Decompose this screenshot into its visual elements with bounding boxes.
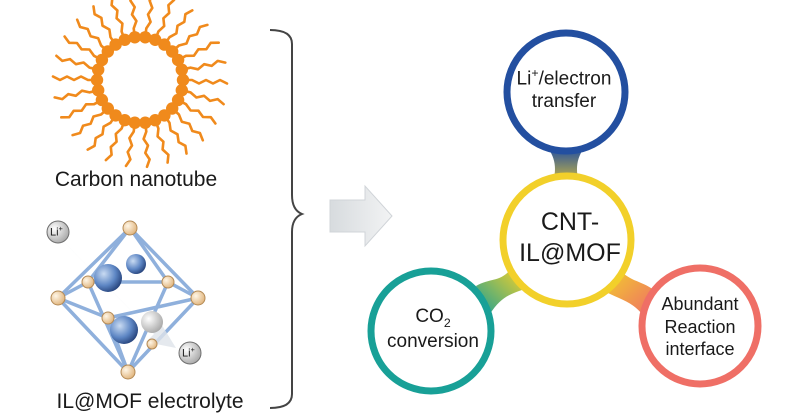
cnt-il-mof-line2: IL@MOF xyxy=(519,239,621,268)
li-text: Li xyxy=(516,68,532,90)
cnt-head xyxy=(95,93,109,107)
co2-line1: CO2 xyxy=(368,306,498,331)
cnt-head xyxy=(149,114,162,127)
cnt-tail xyxy=(110,0,124,36)
li-electron-line1: Li+/electron xyxy=(500,66,628,91)
carbon-nanotube-illustration xyxy=(51,0,229,169)
cnt-tail xyxy=(144,0,154,33)
cnt-tail xyxy=(186,90,225,106)
cnt-tail xyxy=(71,111,105,137)
cnt-head xyxy=(176,73,190,87)
il-mof-electrolyte-label: IL@MOF electrolyte xyxy=(56,390,244,413)
cnt-tail xyxy=(63,35,98,59)
cnt-tail xyxy=(156,124,170,164)
cnt-tail xyxy=(175,111,205,142)
cnt-head xyxy=(139,31,152,44)
li-charge: + xyxy=(531,66,539,80)
cnt-head xyxy=(90,73,104,87)
li-badge-sup: + xyxy=(190,346,195,354)
cnt-head xyxy=(92,84,105,97)
cnt-head xyxy=(92,63,105,76)
cnt-head xyxy=(109,38,122,51)
abundant-line1: Abundant xyxy=(661,294,739,314)
li-badge-base: Li xyxy=(50,226,59,239)
cnt-head xyxy=(171,53,185,67)
cnt-head xyxy=(128,31,141,44)
cnt-tail xyxy=(75,18,105,49)
cnt-tail xyxy=(142,127,151,169)
cnt-tail xyxy=(156,0,176,36)
ring-li-electron-transfer xyxy=(503,29,629,155)
co2-subscript: 2 xyxy=(443,315,451,330)
cnt-tail xyxy=(186,59,227,71)
cnt-tail xyxy=(92,5,114,41)
cnt-tail xyxy=(166,9,194,41)
cnt-tail xyxy=(182,41,220,59)
li-ion-badge-top: Li+ xyxy=(50,225,63,239)
arrow-right xyxy=(329,184,393,248)
cnt-tail xyxy=(175,23,209,49)
cnt-head xyxy=(175,84,188,97)
cnt-tail xyxy=(86,119,114,151)
abundant-line3: interface xyxy=(665,339,735,359)
carbon-nanotube-label: Carbon nanotube xyxy=(54,168,218,191)
cnt-head xyxy=(149,33,162,46)
cnt-tail xyxy=(51,75,93,82)
li-ion-badge-bottom: Li+ xyxy=(182,346,195,360)
li-badge-base: Li xyxy=(182,347,191,360)
cnt-tail xyxy=(60,101,98,119)
cnt-tail xyxy=(104,124,124,162)
co-text: CO xyxy=(415,306,444,327)
cnt-head xyxy=(118,33,131,46)
cnt-head xyxy=(118,114,131,127)
cnt-tail xyxy=(182,101,217,125)
cnt-il-mof-label: CNT- IL@MOF xyxy=(490,207,650,270)
cnt-tail xyxy=(55,54,94,70)
bracket xyxy=(269,29,305,409)
cnt-tail xyxy=(166,119,188,155)
abundant-reaction-interface-label: Abundant Reaction interface xyxy=(640,293,760,361)
cnt-head xyxy=(139,116,152,129)
abundant-line2: Reaction xyxy=(664,316,736,337)
cnt-tail xyxy=(129,0,138,33)
ring-cnt-il-mof xyxy=(499,172,635,308)
ring-abundant-reaction-interface xyxy=(638,264,762,388)
cnt-head xyxy=(158,109,171,122)
co2-line2: conversion xyxy=(387,330,479,352)
mof-illustration xyxy=(46,220,206,380)
cnt-tail xyxy=(53,89,94,101)
li-badge-sup: + xyxy=(58,225,63,233)
li-electron-transfer-label: Li+/electron transfer xyxy=(500,66,628,114)
ring-co2-conversion xyxy=(367,267,495,395)
co2-conversion-label: CO2 conversion xyxy=(368,306,498,353)
cnt-il-mof-line1: CNT- xyxy=(540,208,600,236)
electron-text: /electron xyxy=(538,68,612,90)
cnt-head xyxy=(128,116,141,129)
li-electron-line2: transfer xyxy=(531,91,597,113)
cnt-tail xyxy=(124,127,136,168)
cnt-head xyxy=(175,63,188,76)
cnt-tail xyxy=(187,78,229,85)
